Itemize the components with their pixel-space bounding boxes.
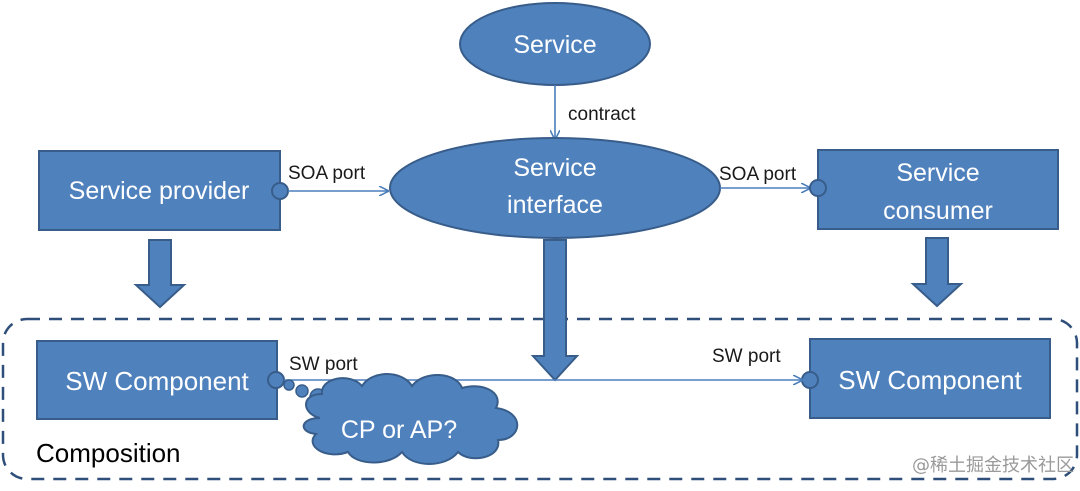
composition-label: Composition: [36, 438, 181, 468]
service-interface-node: [389, 137, 721, 239]
consumer-soa-port-icon: [809, 179, 827, 197]
sw-component-right-port-icon: [801, 371, 819, 389]
cloud-node: [302, 373, 519, 465]
sw-component-left-label: SW Component: [65, 366, 249, 396]
service-interface-label-line2: interface: [507, 191, 603, 219]
sw-port-left-label: SW port: [289, 354, 358, 375]
soa-port-right-label: SOA port: [719, 164, 797, 185]
service-consumer-label-line2: consumer: [883, 197, 993, 225]
service-label: Service: [513, 31, 596, 59]
consumer-down-arrow: [910, 237, 964, 308]
thought-dot-1: [283, 379, 295, 391]
sw-component-right-label: SW Component: [838, 365, 1022, 395]
service-provider-label: Service provider: [69, 177, 250, 205]
service-provider-node: [38, 150, 281, 231]
sw-component-left-port-icon: [267, 371, 285, 389]
cloud-label: CP or AP?: [341, 416, 457, 444]
service-consumer-label-line1: Service: [896, 159, 979, 187]
service-interface-label-line1: Service: [513, 154, 596, 182]
provider-soa-port-icon: [271, 182, 289, 200]
interface-down-arrow: [530, 239, 580, 382]
thought-dot-2: [295, 384, 309, 398]
composition-boundary: [1, 317, 1079, 481]
soa-port-left-label: SOA port: [288, 163, 366, 184]
contract-label: contract: [568, 104, 636, 125]
sw-port-right-label: SW port: [712, 346, 781, 367]
watermark-text: @稀土掘金技术社区: [912, 455, 1074, 476]
sw-component-left-node: [36, 340, 278, 420]
provider-down-arrow: [133, 239, 187, 309]
